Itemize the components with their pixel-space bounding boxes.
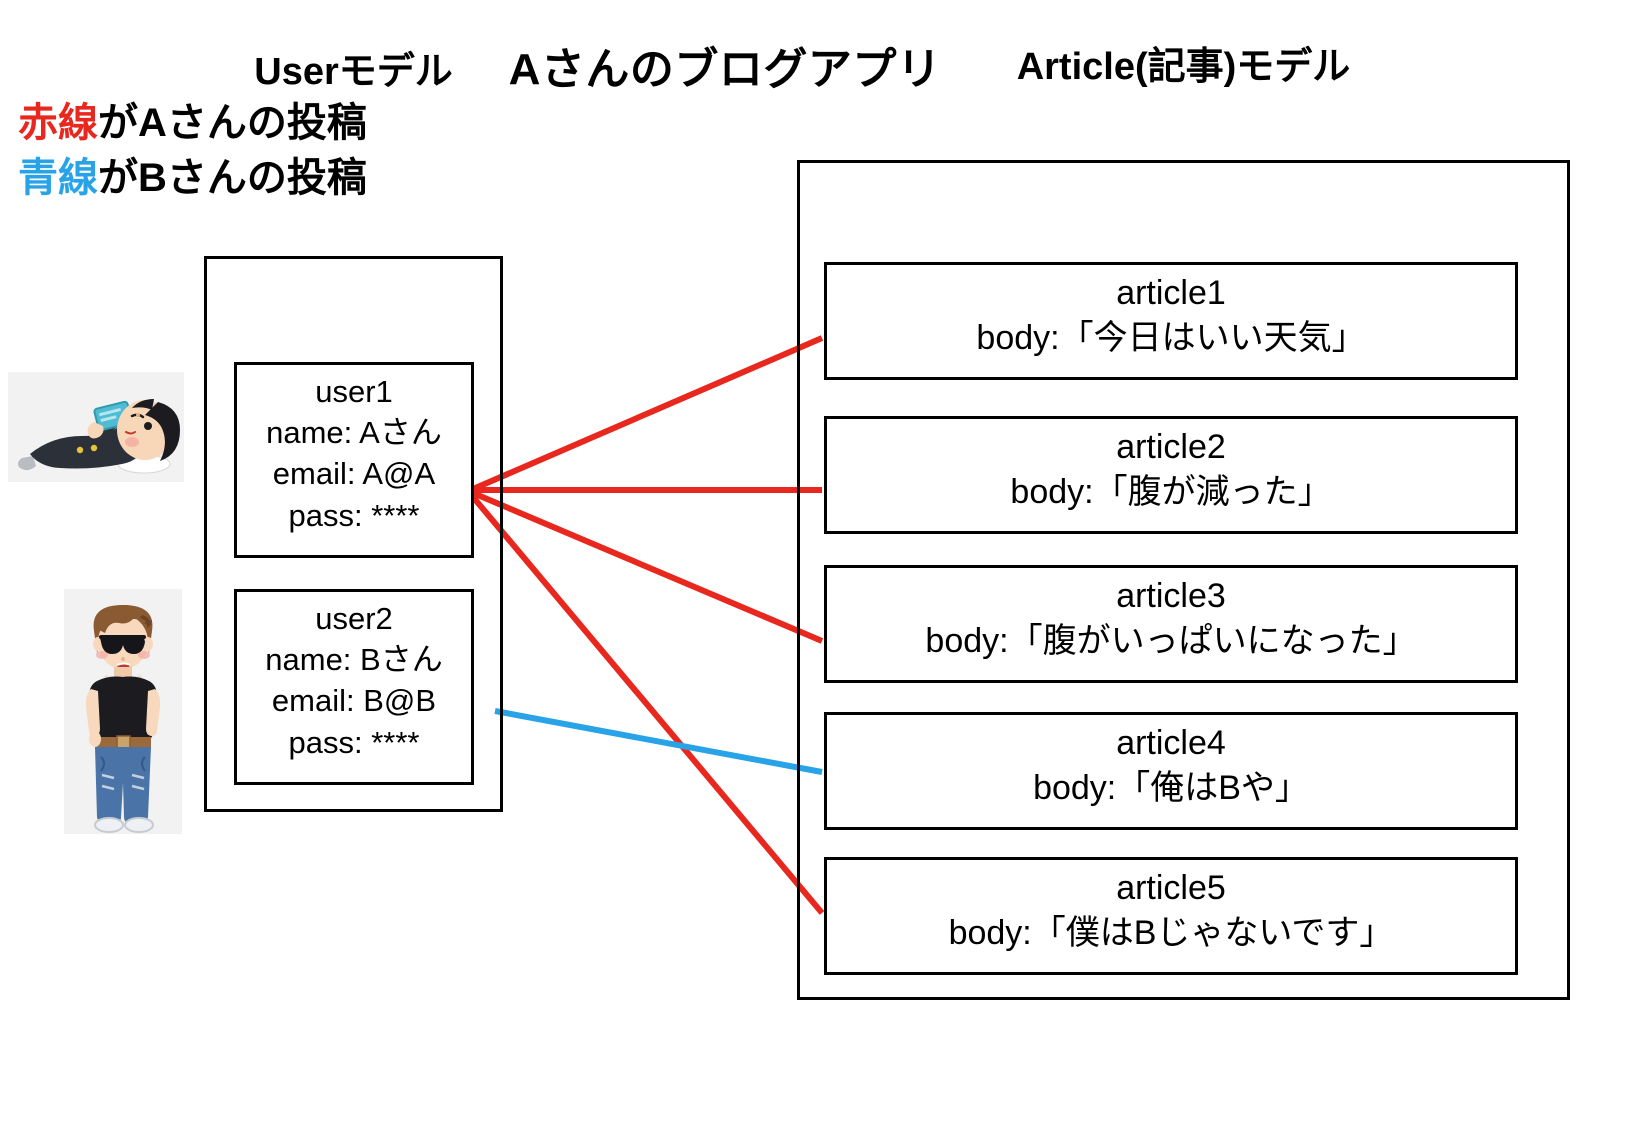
article3-body: body:「腹がいっぱいになった」 bbox=[925, 621, 1417, 660]
user1-name: name: Aさん bbox=[266, 415, 442, 451]
article2-id: article2 bbox=[1116, 428, 1226, 466]
article3-id: article3 bbox=[1116, 577, 1226, 615]
connector-user1-article5 bbox=[470, 495, 825, 915]
article5-record[interactable]: article5 body:「僕はBじゃないです」 bbox=[824, 857, 1518, 975]
legend: 赤線がAさんの投稿 青線がBさんの投稿 bbox=[18, 96, 488, 206]
legend-blue-text: がBさんの投稿 bbox=[98, 156, 367, 201]
user2-email: email: B@B bbox=[271, 683, 437, 719]
article-model-title: Article(記事)モデル bbox=[1016, 46, 1351, 88]
article2-record[interactable]: article2 body:「腹が減った」 bbox=[824, 416, 1518, 534]
legend-item-blue: 青線がBさんの投稿 bbox=[18, 151, 488, 206]
user2-name: name: Bさん bbox=[265, 642, 443, 678]
article-model-container bbox=[797, 160, 1570, 1000]
user2-id: user2 bbox=[315, 601, 393, 636]
article4-body: body:「俺はBや」 bbox=[1033, 768, 1309, 807]
connector-user1-article1 bbox=[471, 335, 824, 492]
legend-red-text: がAさんの投稿 bbox=[98, 101, 367, 145]
article1-id: article1 bbox=[1116, 274, 1226, 312]
user2-record[interactable]: user2 name: Bさん email: B@B pass: **** bbox=[234, 589, 474, 785]
user1-record[interactable]: user1 name: Aさん email: A@A pass: **** bbox=[234, 362, 474, 558]
user1-email: email: A@A bbox=[272, 456, 436, 492]
article1-record[interactable]: article1 body:「今日はいい天気」 bbox=[824, 262, 1518, 380]
user1-pass: pass: **** bbox=[288, 497, 420, 533]
article1-body: body:「今日はいい天気」 bbox=[976, 318, 1366, 357]
article2-body: body:「腹が減った」 bbox=[1010, 472, 1332, 511]
article4-record[interactable]: article4 body:「俺はBや」 bbox=[824, 712, 1518, 830]
user-model-container bbox=[204, 256, 503, 812]
article5-body: body:「僕はBじゃないです」 bbox=[948, 913, 1394, 952]
legend-red-label: 赤線 bbox=[18, 101, 98, 145]
user-model-title: Userモデル bbox=[254, 51, 453, 93]
user1-avatar bbox=[8, 372, 184, 482]
article4-id: article4 bbox=[1116, 724, 1226, 762]
user2-pass: pass: **** bbox=[288, 724, 420, 760]
article3-record[interactable]: article3 body:「腹がいっぱいになった」 bbox=[824, 565, 1518, 683]
page-title: Aさんのブログアプリ bbox=[508, 45, 942, 94]
article5-id: article5 bbox=[1116, 869, 1226, 907]
legend-item-red: 赤線がAさんの投稿 bbox=[18, 96, 488, 151]
legend-blue-label: 青線 bbox=[18, 156, 98, 201]
user2-avatar bbox=[64, 589, 182, 834]
user1-id: user1 bbox=[315, 374, 393, 409]
connector-user1-article3 bbox=[471, 490, 824, 644]
connector-user2-article4 bbox=[494, 708, 823, 775]
